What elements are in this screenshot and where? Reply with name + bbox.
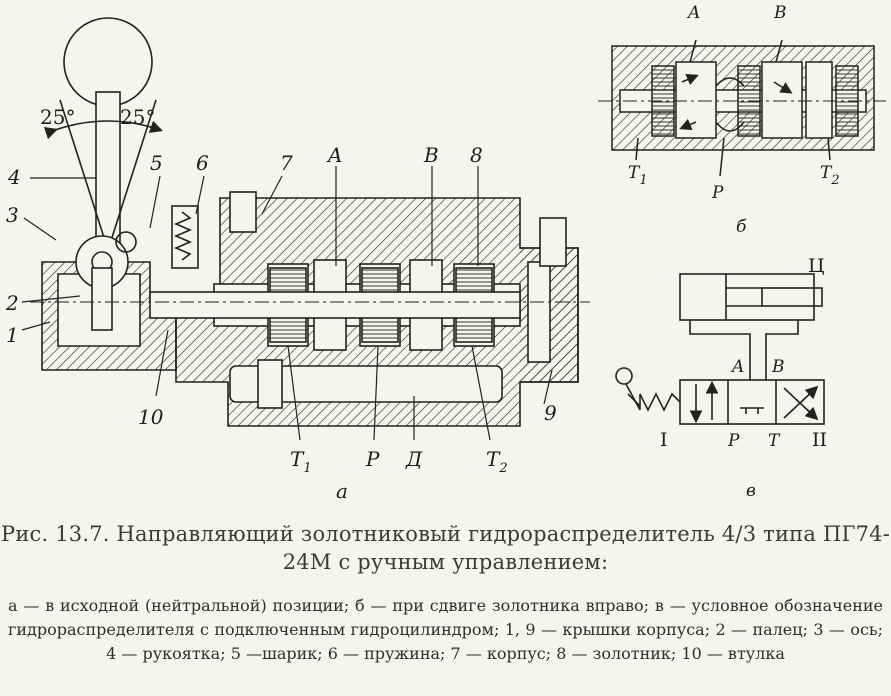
angle-left-label: 25° [40, 105, 75, 129]
view-c-label: в [746, 481, 756, 501]
view-b-port-t2: T2 [820, 163, 840, 188]
view-a-drawing [30, 17, 590, 427]
part-1-label: 1 [6, 323, 19, 347]
port-a-label: A [326, 143, 342, 167]
port-t2-label: T2 [486, 447, 508, 476]
view-b-port-a: A [686, 3, 700, 23]
view-c-port-b: B [771, 357, 785, 377]
finger [91, 267, 113, 331]
view-b-port-p: P [711, 183, 724, 203]
drain-d-label: Д [405, 447, 423, 471]
part-5-label: 5 [150, 151, 163, 175]
part-7-label: 7 [280, 151, 293, 175]
figure-caption-body: а — в исходной (нейтральной) позиции; б … [8, 596, 883, 663]
handle-shaft [95, 91, 121, 243]
view-c-port-p: P [727, 431, 740, 451]
cylinder-label: Ц [808, 255, 825, 277]
view-a-label: а [336, 479, 348, 503]
port-b-label: B [423, 143, 439, 167]
part-9-label: 9 [544, 401, 557, 425]
position-1-label: I [660, 429, 668, 451]
view-c-port-t: T [768, 431, 781, 451]
ball [115, 231, 137, 253]
view-c-symbol [615, 273, 825, 425]
figure-caption-title: Рис. 13.7. Направляющий золотниковый гид… [0, 522, 890, 574]
part-2-label: 2 [5, 291, 19, 315]
view-b-port-t1: T1 [628, 163, 648, 188]
view-b-port-b: B [773, 3, 787, 23]
view-c-port-a: A [730, 357, 744, 377]
part-8-label: 8 [470, 143, 483, 167]
drain-channel [229, 365, 503, 403]
view-b-drawing [598, 39, 886, 177]
cylinder-rod [761, 287, 823, 307]
part-6-label: 6 [196, 151, 209, 175]
spring [173, 211, 193, 261]
part-3-label: 3 [6, 203, 19, 227]
position-2-label: II [812, 429, 827, 451]
part-10-label: 10 [138, 405, 164, 429]
angle-right-label: 25° [120, 105, 155, 129]
port-p-label: P [365, 447, 380, 471]
valve-symbol [679, 379, 825, 425]
lever-knob [615, 367, 633, 385]
part-4-label: 4 [7, 165, 21, 189]
valve-figure: 25° 25° 4 3 2 1 5 6 7 A B 8 10 9 T1 P Д … [5, 3, 886, 503]
cylinder [679, 273, 815, 321]
view-b-label: б [736, 217, 747, 237]
spool-rod [149, 291, 521, 319]
port-t1-label: T1 [290, 447, 312, 476]
spring-symbol [639, 392, 681, 412]
